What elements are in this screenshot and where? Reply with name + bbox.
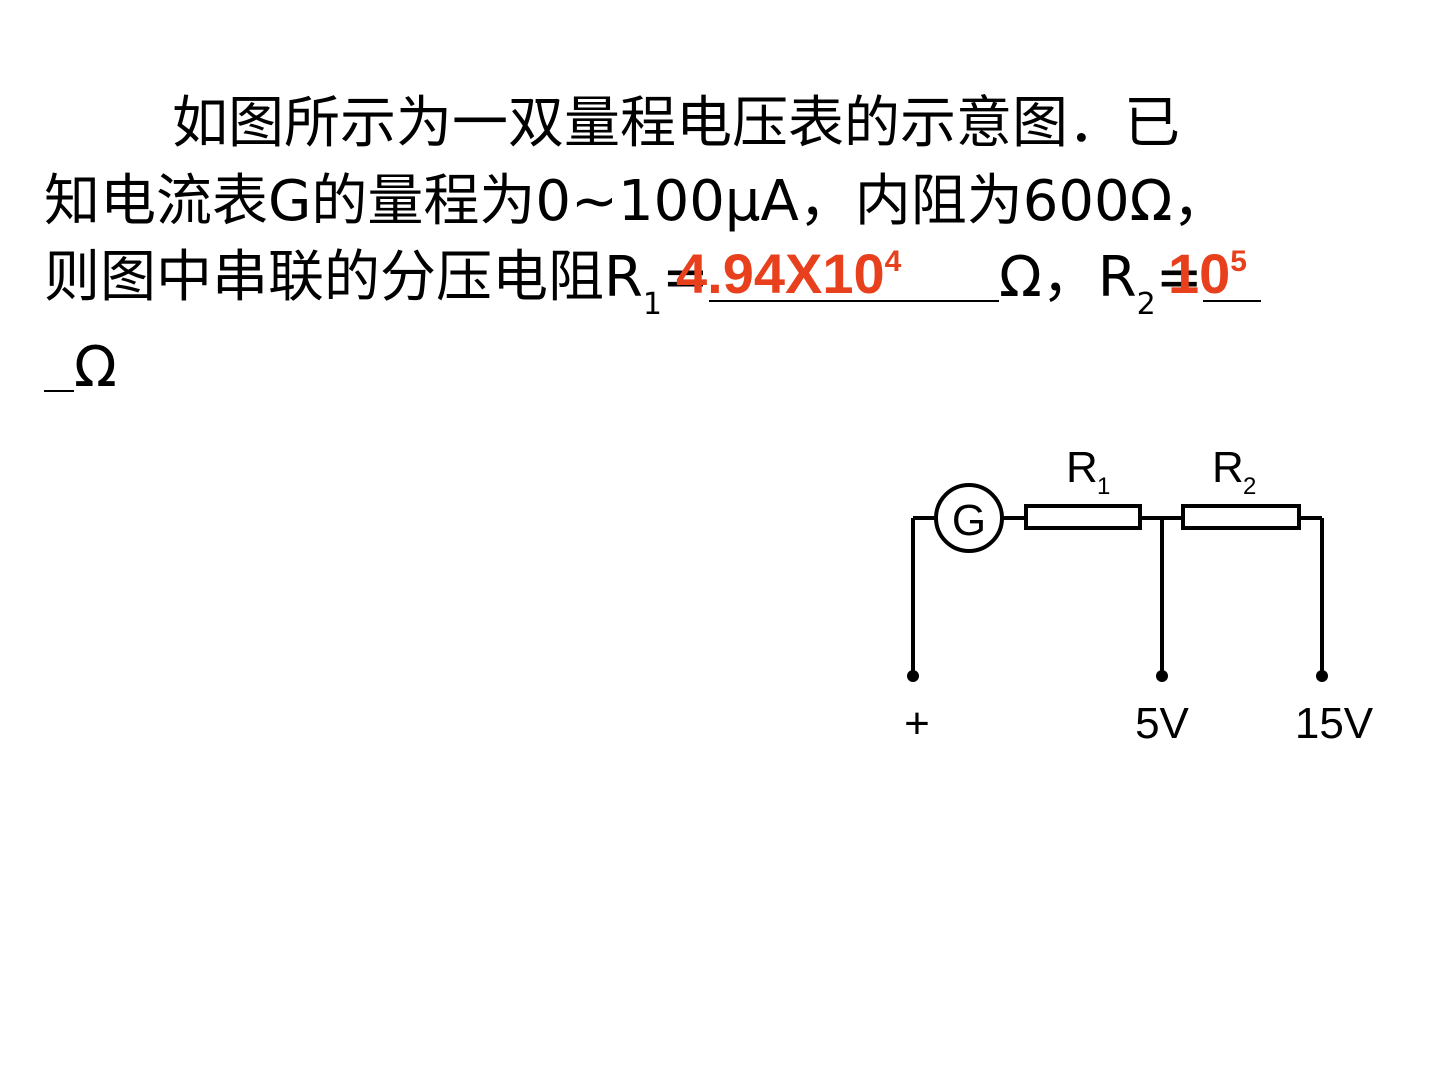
r2-subscript: 2 — [1136, 287, 1156, 322]
r1-label-sub: 1 — [1097, 473, 1110, 500]
r1-answer-exponent: 4 — [884, 245, 902, 278]
r2-symbol: R — [1097, 245, 1137, 310]
terminal-plus-label: + — [904, 699, 930, 748]
equals-sign-2: = — [1155, 245, 1203, 310]
r2-answer-exponent: 5 — [1230, 245, 1247, 278]
r1-label: R — [1066, 443, 1098, 492]
r2-answer-blank-start — [1202, 256, 1261, 302]
ohm-unit: Ω — [74, 335, 117, 400]
resistor-r2 — [1181, 504, 1301, 530]
r1-answer-mantissa: 4.94X10 — [676, 242, 885, 305]
terminal-dot-5v — [1156, 670, 1168, 682]
r1-subscript: 1 — [642, 287, 663, 322]
r2-label: R — [1212, 443, 1244, 492]
question-line-2: 知电流表G的量程为0~100μA，内阻为600Ω， — [44, 169, 1229, 234]
terminal-5v-label: 5V — [1135, 699, 1189, 748]
r2-answer: 105 — [1168, 246, 1247, 302]
question-line-4: Ω — [44, 340, 117, 396]
ohm-comma: Ω， — [998, 245, 1098, 310]
r1-symbol: R — [604, 245, 643, 310]
r1-answer: 4.94X104 — [676, 246, 901, 302]
question-line-3: 则图中串联的分压电阻R1=Ω，R2= — [44, 250, 1261, 320]
r1-answer-blank — [708, 256, 999, 302]
question-line-1: 如图所示为一双量程电压表的示意图．已 — [172, 91, 1180, 156]
r2-label-sub: 2 — [1243, 473, 1256, 500]
r2-answer-blank-end — [44, 346, 74, 392]
galvanometer-label: G — [952, 496, 986, 545]
question-line-3-prefix: 则图中串联的分压电阻 — [44, 245, 604, 310]
r2-answer-mantissa: 10 — [1168, 242, 1231, 305]
resistor-r1 — [1024, 504, 1142, 530]
terminal-dot-plus — [907, 670, 919, 682]
terminal-dot-15v — [1316, 670, 1328, 682]
terminal-15v-label: 15V — [1295, 699, 1374, 748]
equals-sign-1: = — [662, 245, 709, 310]
